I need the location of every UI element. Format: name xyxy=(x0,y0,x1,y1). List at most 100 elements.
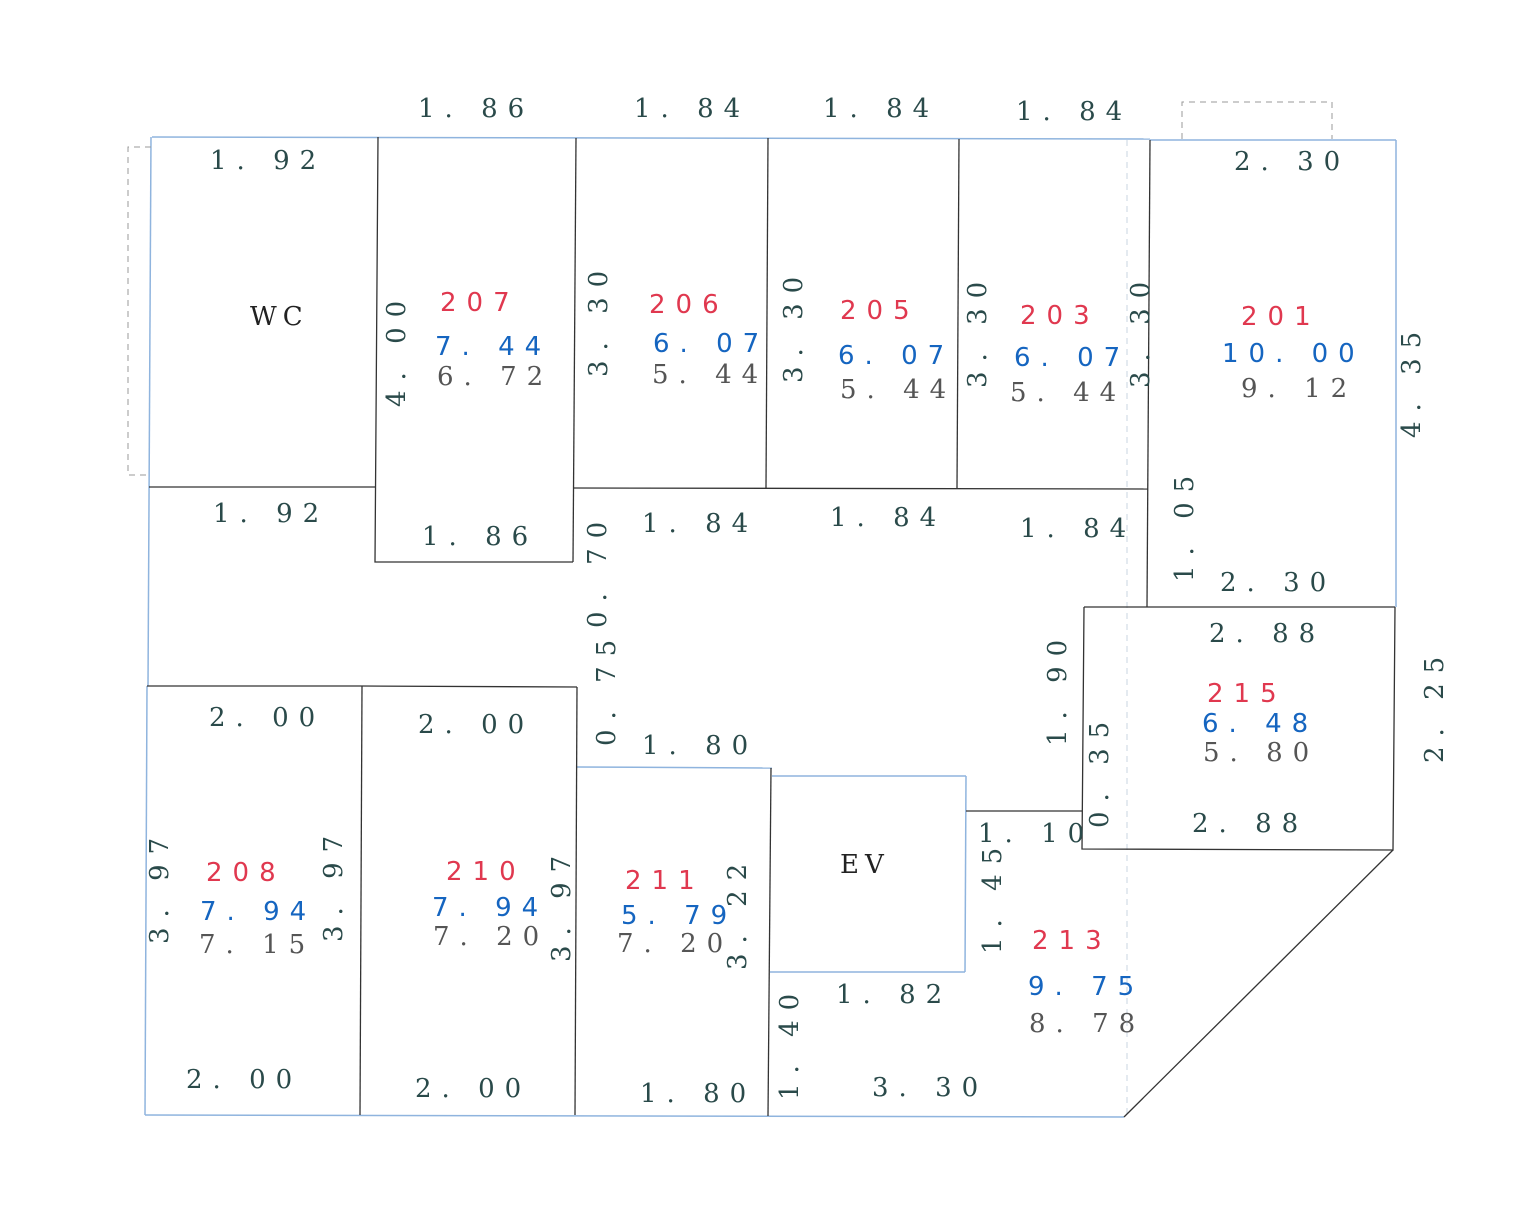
dim-top-206: 1. 84 xyxy=(634,94,750,124)
dashed-top-box xyxy=(1181,101,1333,139)
dim-211-bottom: 1. 80 xyxy=(640,1079,756,1109)
room-number: 210 xyxy=(446,857,526,887)
room-area-secondary: 7. 15 xyxy=(199,930,315,960)
dim-corridor-190: 1. 90 xyxy=(1043,630,1073,746)
dim-210-bottom: 2. 00 xyxy=(415,1074,531,1104)
wall-206-205 xyxy=(765,137,769,489)
room-area: 9. 75 xyxy=(1028,972,1144,1002)
dashed-guides xyxy=(127,101,1333,1117)
room-205: 205 6. 07 5. 44 xyxy=(838,296,956,405)
outline-ev-box-right xyxy=(964,775,967,973)
dim-215-left: 0. 35 xyxy=(1085,712,1115,828)
room-number: 203 xyxy=(1020,301,1100,331)
wall-213-diagonal xyxy=(1123,849,1394,1118)
room-number: 207 xyxy=(440,288,520,318)
room-area-secondary: 5. 44 xyxy=(840,375,956,405)
room-area: 6. 07 xyxy=(653,329,769,359)
dim-207-side: 4. 00 xyxy=(382,291,412,407)
room-210: 210 7. 94 7. 20 xyxy=(432,857,549,952)
dim-205-bottom: 1. 84 xyxy=(830,503,946,533)
room-area-secondary: 8. 78 xyxy=(1029,1009,1145,1039)
dim-207-bottom: 1. 86 xyxy=(422,522,538,552)
room-203: 203 6. 07 5. 44 xyxy=(1010,301,1130,408)
room-number: 215 xyxy=(1207,679,1287,709)
outline-left-upper xyxy=(147,136,152,687)
dim-213-bottom: 3. 30 xyxy=(872,1073,988,1103)
outline-211-top xyxy=(576,766,773,769)
room-number: 213 xyxy=(1032,926,1112,956)
walls xyxy=(147,136,1396,1118)
wall-207 xyxy=(374,136,573,563)
room-area: 6. 07 xyxy=(838,341,954,371)
dim-203-right: 3. 30 xyxy=(1126,272,1156,388)
room-207: 207 7. 44 6. 72 xyxy=(435,288,553,392)
room-area: 7. 94 xyxy=(200,897,316,927)
dim-208-left: 3. 97 xyxy=(145,828,175,944)
room-area-secondary: 5. 44 xyxy=(1010,378,1126,408)
wall-208-210 xyxy=(359,685,363,1116)
wall-215 xyxy=(1081,606,1396,851)
wall-201-left xyxy=(1146,139,1151,608)
dim-215-right: 2. 25 xyxy=(1420,647,1450,763)
dim-201-right: 4. 35 xyxy=(1397,322,1427,438)
room-area: 6. 48 xyxy=(1202,709,1318,739)
room-215: 215 6. 48 5. 80 xyxy=(1202,679,1319,768)
dim-top-207: 1. 86 xyxy=(418,94,534,124)
dim-201-bottom: 2. 30 xyxy=(1220,568,1336,598)
wall-207-206 xyxy=(572,137,577,563)
ev-label: EV xyxy=(840,850,890,880)
room-number: 211 xyxy=(625,866,705,896)
room-number: 206 xyxy=(649,290,729,320)
room-area-secondary: 6. 72 xyxy=(437,362,553,392)
wall-210-top xyxy=(361,685,578,688)
dim-213-step: 1. 40 xyxy=(775,984,805,1100)
room-area-secondary: 5. 80 xyxy=(1203,738,1319,768)
wc-label: WC xyxy=(250,302,309,332)
room-area: 7. 44 xyxy=(435,332,551,362)
dim-206-side: 3. 30 xyxy=(584,261,614,377)
room-area: 6. 07 xyxy=(1014,343,1130,373)
room-area: 10. 00 xyxy=(1222,339,1365,369)
dim-wc-top: 1. 92 xyxy=(210,146,326,176)
dim-203-side: 3. 30 xyxy=(963,272,993,388)
dim-208-top: 2. 00 xyxy=(209,703,325,733)
outline-left-lower xyxy=(144,685,148,1116)
dim-211-right: 3. 22 xyxy=(723,854,753,970)
room-number: 208 xyxy=(206,858,286,888)
dim-205-side: 3. 30 xyxy=(779,267,809,383)
room-area-secondary: 7. 20 xyxy=(433,922,549,952)
dim-corridor-070: 0. 70 xyxy=(583,512,613,628)
vertical-dimensions: 4. 00 3. 30 3. 30 3. 30 3. 30 4. 35 1. 0… xyxy=(145,261,1450,1100)
room-206: 206 6. 07 5. 44 xyxy=(649,290,769,390)
horizontal-dimensions: 1. 86 1. 84 1. 84 1. 84 1. 92 2. 30 1. 9… xyxy=(186,94,1350,1109)
dim-208-bottom: 2. 00 xyxy=(186,1065,302,1095)
wall-205-203 xyxy=(956,138,960,489)
dim-213-left: 1. 45 xyxy=(978,838,1008,954)
outer-outline xyxy=(144,136,1397,1118)
dim-208-right: 3. 97 xyxy=(319,826,349,942)
dim-211-top: 1. 80 xyxy=(642,731,758,761)
dim-206-bottom: 1. 84 xyxy=(642,509,758,539)
room-area-secondary: 5. 44 xyxy=(652,360,768,390)
room-area-secondary: 9. 12 xyxy=(1241,374,1357,404)
dim-210-top: 2. 00 xyxy=(418,710,534,740)
room-area: 7. 94 xyxy=(432,893,548,923)
room-213: 213 9. 75 8. 78 xyxy=(1028,926,1145,1039)
dim-201-step: 1. 05 xyxy=(1170,466,1200,582)
dim-corridor-075: 0. 75 xyxy=(592,630,622,746)
dim-201-top: 2. 30 xyxy=(1234,147,1350,177)
room-211: 211 5. 79 7. 20 xyxy=(617,866,733,959)
dim-210-right: 3. 97 xyxy=(547,846,577,962)
dim-top-205: 1. 84 xyxy=(823,94,939,124)
dim-ev-right: 1. 10 xyxy=(978,819,1094,849)
outline-bottom xyxy=(144,1114,1125,1118)
dim-215-bottom: 2. 88 xyxy=(1192,809,1308,839)
wall-211-right xyxy=(767,767,772,1117)
room-208: 208 7. 94 7. 15 xyxy=(199,858,316,960)
dim-top-203: 1. 84 xyxy=(1016,97,1132,127)
wall-row-bottom xyxy=(572,487,1149,490)
room-number: 205 xyxy=(840,296,920,326)
room-area-secondary: 7. 20 xyxy=(617,929,733,959)
wall-210-211 xyxy=(574,686,578,1116)
